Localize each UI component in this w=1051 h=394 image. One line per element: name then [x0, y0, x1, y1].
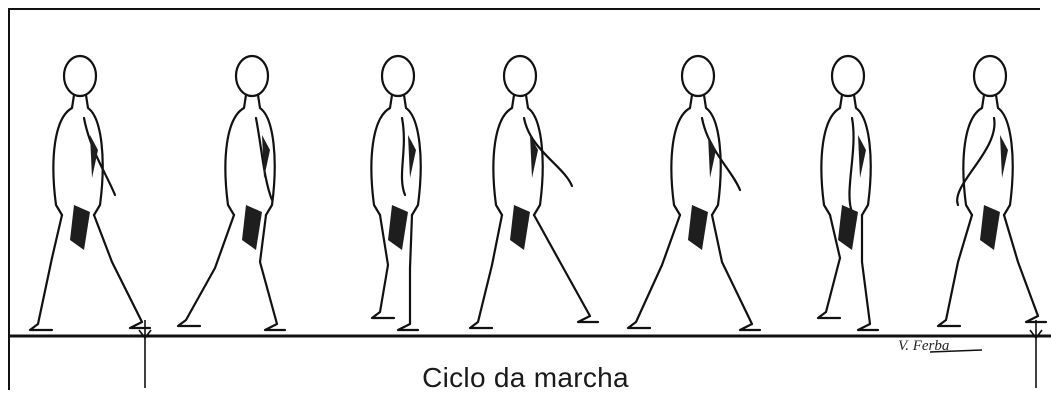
- figure-hip-shading: [838, 205, 858, 250]
- figure-back-shading: [858, 135, 866, 178]
- figure-arm: [849, 118, 853, 212]
- diagram-caption: Ciclo da marcha: [0, 362, 1051, 394]
- figure-rear-leg: [628, 215, 680, 328]
- figure-head: [832, 56, 864, 96]
- figure-head: [682, 56, 714, 96]
- figure-front-leg: [858, 215, 878, 330]
- figure-back-shading: [1000, 135, 1008, 178]
- figure-back-shading: [708, 135, 716, 178]
- figure-hip-shading: [388, 205, 408, 250]
- figure-head: [236, 56, 268, 96]
- walking-figure-4: [470, 56, 598, 328]
- walking-figure-1: [30, 56, 150, 330]
- figure-front-leg: [260, 215, 285, 330]
- figure-hip-shading: [688, 205, 708, 250]
- figure-hip-shading: [980, 205, 1000, 250]
- figure-rear-leg: [938, 215, 972, 326]
- walking-figure-6: [818, 56, 878, 330]
- figure-back-shading: [408, 135, 416, 178]
- artist-signature: V. Ferba: [898, 338, 949, 355]
- walking-figure-5: [628, 56, 760, 330]
- figure-hip-shading: [70, 205, 90, 250]
- figure-head: [382, 56, 414, 96]
- figure-front-leg: [1004, 215, 1046, 322]
- figure-front-leg: [94, 215, 150, 328]
- figure-back-shading: [262, 135, 270, 178]
- figure-arm: [402, 118, 405, 195]
- figure-hip-shading: [510, 205, 530, 250]
- walking-figure-2: [178, 56, 285, 330]
- figure-head: [974, 56, 1006, 96]
- figure-rear-leg: [818, 215, 840, 318]
- figure-rear-leg: [470, 215, 502, 328]
- figure-head: [504, 56, 536, 96]
- walking-figure-3: [371, 56, 420, 330]
- figure-hip-shading: [242, 205, 262, 250]
- figure-rear-leg: [30, 215, 62, 330]
- walking-figure-7: [938, 56, 1046, 326]
- figure-head: [64, 56, 96, 96]
- figure-front-leg: [712, 215, 760, 330]
- figure-rear-leg: [178, 215, 234, 326]
- figure-front-leg: [534, 215, 598, 322]
